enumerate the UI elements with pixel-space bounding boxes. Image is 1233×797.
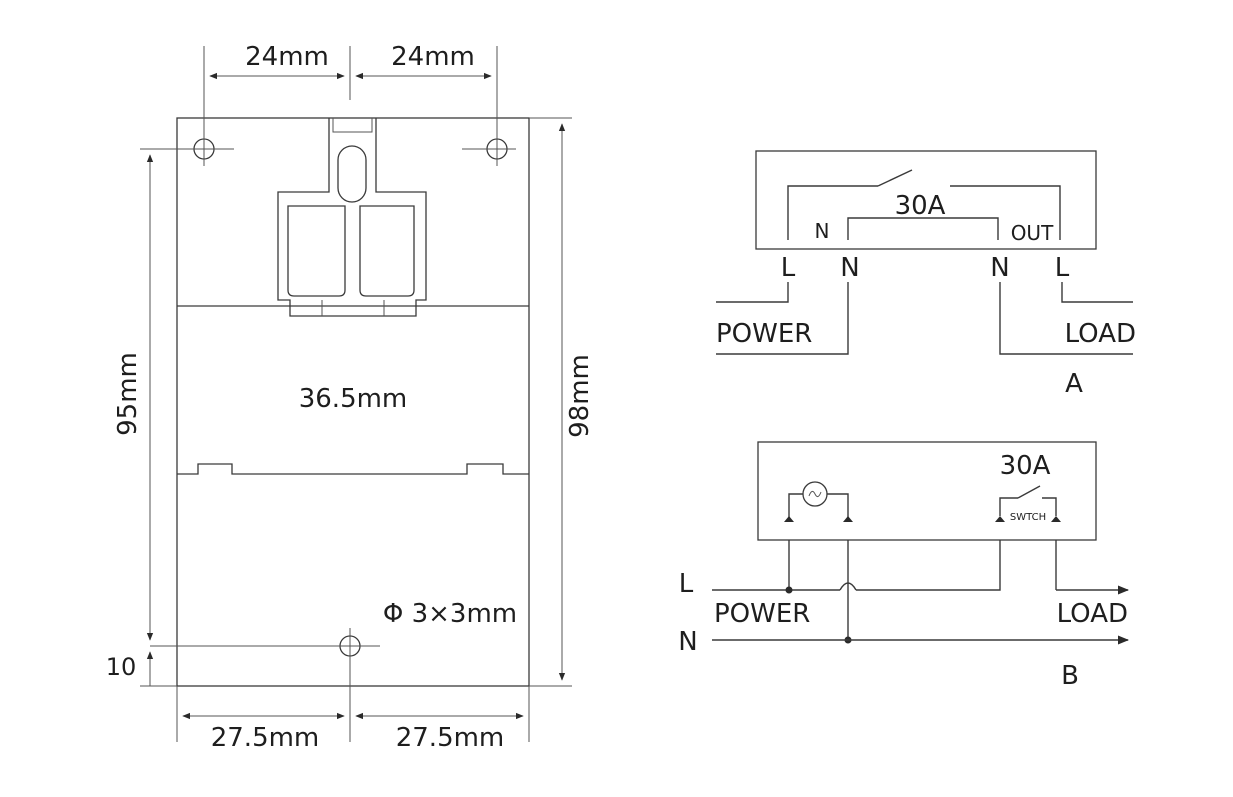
b-line-n: N	[678, 627, 697, 657]
a-internal-n: N	[815, 219, 830, 243]
a-terminal-l-out: L	[1055, 253, 1070, 283]
a-caption: A	[1065, 369, 1083, 399]
lower-divider	[177, 463, 529, 475]
clip-slot	[337, 145, 367, 203]
a-internal-out: OUT	[1011, 221, 1054, 245]
a-device-box	[755, 150, 1097, 250]
a-terminal-n-in: N	[840, 253, 859, 283]
label-top-left: 24mm	[245, 42, 329, 72]
b-terminal-marker-2	[843, 516, 853, 522]
label-top-right: 24mm	[391, 42, 475, 72]
b-caption: B	[1061, 661, 1079, 691]
a-rating: 30A	[895, 191, 946, 221]
a-load-label: LOAD	[1065, 319, 1136, 349]
label-height-95: 95mm	[113, 352, 143, 436]
wiring-diagram-a: 30A N OUT L N N L POWER LOAD A	[716, 150, 1136, 399]
label-height-98: 98mm	[565, 354, 595, 438]
a-switch-contact	[877, 169, 913, 187]
a-wire-power-l	[716, 282, 789, 303]
b-line-l: L	[679, 569, 694, 599]
a-terminal-n-out: N	[990, 253, 1009, 283]
wiring-diagram-b: 30A SWTCH L N POWER LOAD B	[678, 441, 1130, 691]
label-bottom-10: 10	[106, 653, 137, 681]
a-wire-power-n	[716, 282, 849, 355]
din-clip	[277, 118, 427, 317]
a-wire-load-n	[999, 282, 1133, 355]
b-power-label: POWER	[714, 599, 810, 629]
dimension-lines	[140, 46, 572, 742]
a-wire-load-l	[1061, 282, 1133, 303]
b-device-box	[757, 441, 1097, 541]
label-bottom-right: 27.5mm	[396, 723, 505, 753]
a-power-label: POWER	[716, 319, 812, 349]
label-inner-width: 36.5mm	[299, 384, 408, 414]
a-terminal-l-in: L	[781, 253, 796, 283]
device-body	[176, 117, 530, 687]
mounting-holes	[150, 132, 516, 742]
b-terminal-marker-1	[784, 516, 794, 522]
dimension-labels: 24mm 24mm 95mm 98mm 36.5mm Φ 3×3mm 10 27…	[106, 42, 595, 753]
b-rating: 30A	[1000, 451, 1051, 481]
b-switch-label: SWTCH	[1010, 512, 1046, 523]
device-outline	[176, 117, 530, 687]
b-switch-contact	[1017, 485, 1041, 499]
label-hole: Φ 3×3mm	[383, 599, 517, 629]
clip-window-right	[359, 205, 415, 297]
b-load-label: LOAD	[1057, 599, 1128, 629]
clip-window-left	[287, 205, 346, 297]
b-junction-l	[785, 586, 793, 594]
label-bottom-left: 27.5mm	[211, 723, 320, 753]
